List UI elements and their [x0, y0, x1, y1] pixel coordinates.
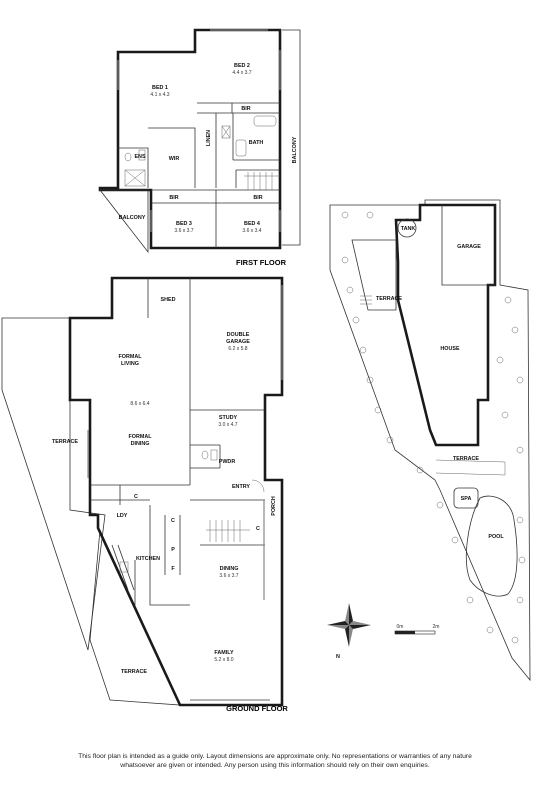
- ground-floor-plan: SHED DOUBLE GARAGE 6.2 x 5.8 FORMAL LIVI…: [1, 276, 288, 713]
- site-terrace-mid-label: TERRACE: [453, 456, 479, 462]
- bed4-dim: 3.6 x 3.4: [242, 228, 261, 234]
- entry-label: ENTRY: [232, 484, 250, 490]
- first-floor-title: FIRST FLOOR: [236, 258, 287, 267]
- double-garage-line1: DOUBLE: [227, 332, 250, 338]
- bed2-dim: 4.4 x 3.7: [232, 70, 251, 76]
- ens-label: ENS: [134, 154, 145, 160]
- bed4-label: BED 4: [244, 221, 260, 227]
- balcony-left-label: BALCONY: [119, 215, 146, 221]
- bir-left-label: BIR: [169, 195, 178, 201]
- bed2-label: BED 2: [234, 63, 250, 69]
- terrace-left-label: TERRACE: [52, 439, 78, 445]
- site-terrace-top-label: TERRACE: [376, 296, 402, 302]
- f-label: F: [171, 566, 175, 572]
- double-garage-line2: GARAGE: [226, 339, 250, 345]
- house-label: HOUSE: [440, 346, 460, 352]
- compass-icon: [327, 603, 371, 647]
- formal-living-line1: FORMAL: [118, 354, 142, 360]
- bed3-label: BED 3: [176, 221, 192, 227]
- site-garage-label: GARAGE: [457, 244, 481, 250]
- bir-right-label: BIR: [253, 195, 262, 201]
- family-dim: 5.2 x 8.0: [214, 657, 233, 663]
- p-label: P: [171, 547, 175, 553]
- scale-end-label: 2m: [433, 624, 440, 630]
- spa-label: SPA: [461, 496, 472, 502]
- ldy-label: LDY: [117, 513, 128, 519]
- bed1-label: BED 1: [152, 85, 168, 91]
- terrace-bottom-label: TERRACE: [121, 669, 147, 675]
- double-garage-dim: 6.2 x 5.8: [228, 346, 247, 352]
- site-plan: TANK GARAGE TERRACE HOUSE TERRACE SPA PO…: [329, 199, 531, 682]
- formal-dining-line2: DINING: [131, 441, 150, 447]
- c1-label: C: [134, 494, 138, 500]
- wir-label: WIR: [169, 156, 180, 162]
- ground-floor-title: GROUND FLOOR: [226, 704, 288, 713]
- bath-label: BATH: [249, 140, 264, 146]
- shed-label: SHED: [161, 297, 176, 303]
- scale-bar: 0m 2m: [394, 624, 440, 635]
- c3-label: C: [256, 526, 260, 532]
- porch-label: PORCH: [271, 496, 277, 516]
- first-floor-plan: BED 1 4.1 x 4.3 BED 2 4.4 x 3.7 BED 3 3.…: [98, 28, 301, 267]
- compass-north-label: N: [336, 654, 340, 660]
- tank-label: TANK: [401, 226, 416, 232]
- dining-label: DINING: [220, 566, 239, 572]
- bed1-dim: 4.1 x 4.3: [150, 92, 169, 98]
- dining-dim: 3.6 x 3.7: [219, 573, 238, 579]
- balcony-right-label: BALCONY: [292, 136, 298, 163]
- scale-start-label: 0m: [397, 624, 404, 630]
- formal-living-dim: 8.6 x 6.4: [130, 401, 149, 407]
- bir-top-label: BIR: [241, 106, 250, 112]
- study-label: STUDY: [219, 415, 238, 421]
- bed3-dim: 3.6 x 3.7: [174, 228, 193, 234]
- c2-label: C: [171, 518, 175, 524]
- disclaimer-text: This floor plan is intended as a guide o…: [78, 753, 472, 769]
- kitchen-label: KITCHEN: [136, 556, 160, 562]
- family-label: FAMILY: [214, 650, 234, 656]
- pwdr-label: PWDR: [219, 459, 236, 465]
- study-dim: 3.0 x 4.7: [218, 422, 237, 428]
- formal-living-line2: LIVING: [121, 361, 139, 367]
- formal-dining-line1: FORMAL: [128, 434, 152, 440]
- linen-label: LINEN: [206, 130, 212, 146]
- pool-label: POOL: [488, 534, 504, 540]
